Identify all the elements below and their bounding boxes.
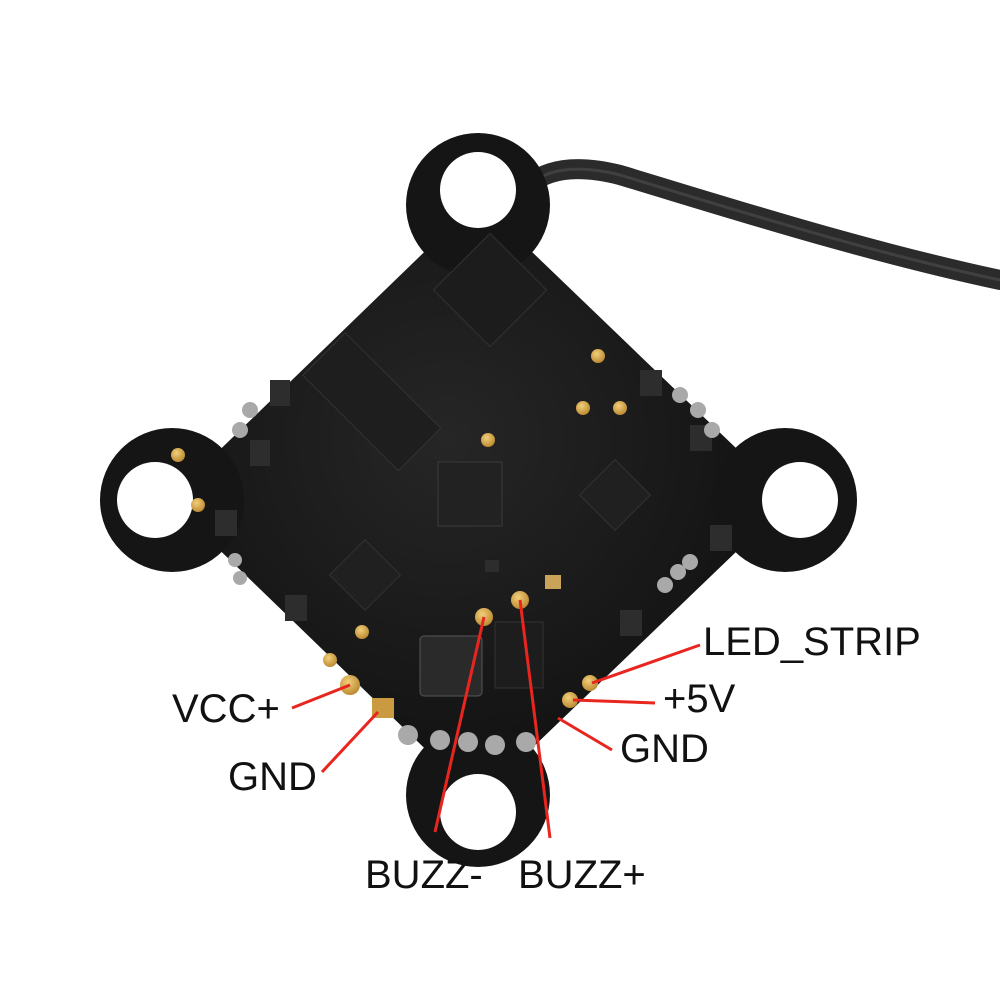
label-vcc-plus: VCC+ (172, 687, 280, 731)
gold-pads (171, 349, 627, 718)
solder-joints (228, 387, 720, 755)
pad-led-strip (582, 675, 598, 691)
chip-esc-right (578, 458, 652, 532)
inductor (419, 635, 483, 697)
label-gnd-right: GND (620, 727, 709, 771)
chip-rx (432, 232, 548, 348)
chip-main-mcu (302, 332, 442, 472)
leader-lines (291, 599, 701, 839)
chip-esc-left (328, 538, 402, 612)
label-plus-5v: +5V (663, 677, 736, 721)
label-buzz-plus: BUZZ+ (518, 853, 646, 897)
chip-regulator (494, 621, 544, 689)
pad-5v (562, 692, 578, 708)
label-gnd-left: GND (228, 755, 317, 799)
chip-imu (437, 461, 503, 527)
label-buzz-minus: BUZZ- (365, 853, 483, 897)
label-led-strip: LED_STRIP (703, 620, 921, 664)
smd-components (215, 370, 732, 636)
